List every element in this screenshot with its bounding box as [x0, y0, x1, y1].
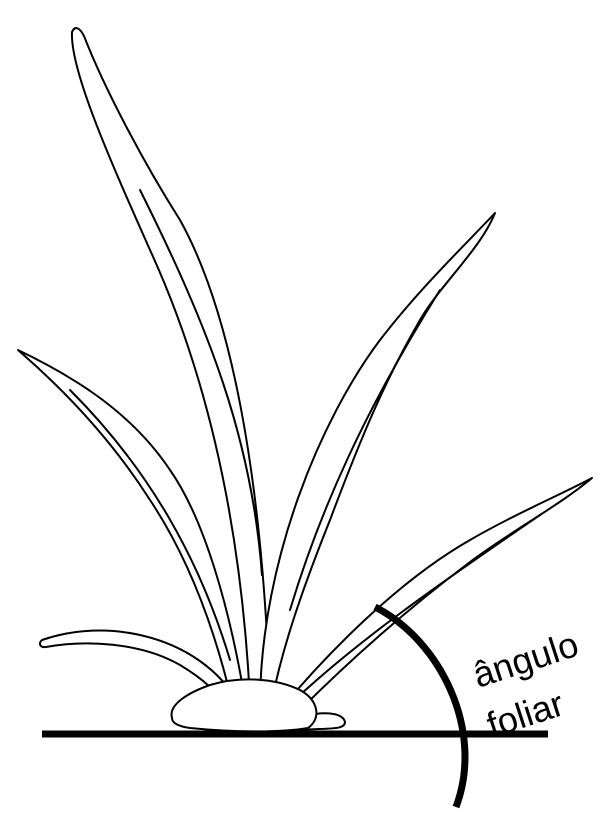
annotation-line-1: ângulo: [468, 623, 583, 695]
plant-base: [172, 679, 317, 731]
leaf-angle-arc: [375, 607, 465, 807]
leaf-tall-center: [72, 28, 270, 700]
leaf-left-fold: [70, 390, 230, 660]
